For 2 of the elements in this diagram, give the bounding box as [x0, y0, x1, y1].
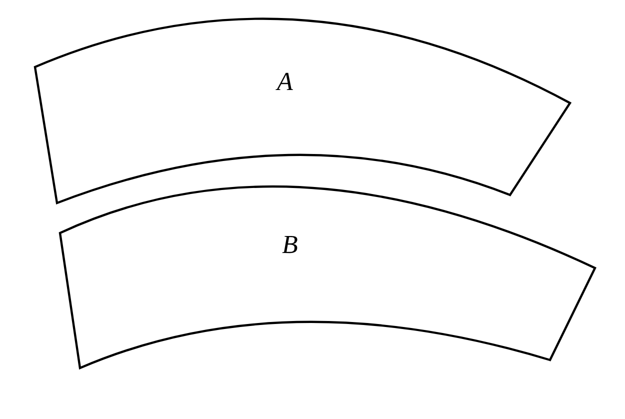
shape-label: B — [282, 230, 298, 260]
shape-label: A — [277, 67, 293, 97]
